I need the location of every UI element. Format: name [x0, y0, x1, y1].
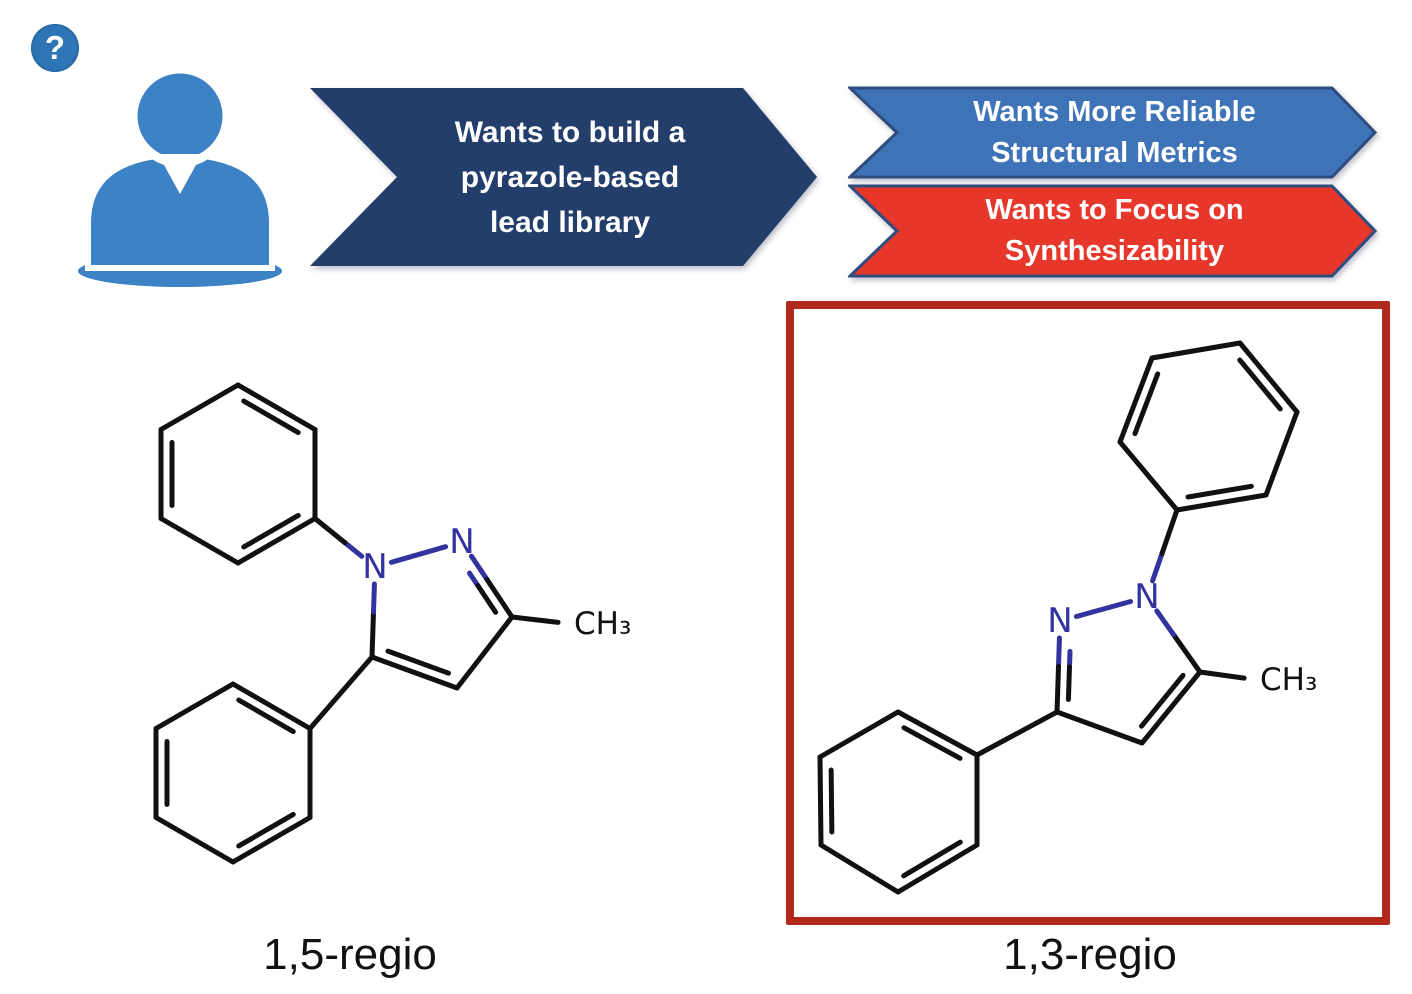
- arrow-banner-synthesizability-shape: [846, 184, 1378, 278]
- svg-text:N: N: [1134, 577, 1159, 617]
- question-mark-badge: ?: [31, 24, 79, 72]
- arrow-banner-reliable-metrics-text: Wants More Reliable Structural Metrics: [897, 86, 1332, 179]
- banner-line: Structural Metrics: [991, 136, 1238, 169]
- caption-1-5-regio: 1,5-regio: [263, 930, 437, 979]
- banner-line: Synthesizability: [1004, 235, 1225, 267]
- arrow-banner-synthesizability: Wants to Focus on Synthesizability: [846, 184, 1378, 278]
- arrow-banner-build-library-shape: [310, 88, 817, 266]
- svg-text:CH₃: CH₃: [574, 606, 631, 642]
- banner-line: lead library: [489, 205, 651, 239]
- arrow-banner-reliable-metrics-shape: [846, 86, 1378, 179]
- svg-text:CH₃: CH₃: [1260, 662, 1317, 698]
- banner-line: pyrazole-based: [460, 160, 680, 194]
- molecule-1-3-regio: N N CH₃: [817, 340, 1317, 895]
- arrow-banner-synthesizability-text: Wants to Focus on Synthesizability: [897, 184, 1332, 278]
- molecule-1-5-regio: N N CH₃: [153, 382, 631, 865]
- caption-1-3-regio: 1,3-regio: [1003, 930, 1177, 979]
- banner-line: Wants to build a: [454, 115, 686, 149]
- red-highlight-box: [786, 301, 1390, 925]
- svg-text:N: N: [1047, 601, 1072, 641]
- arrow-banner-reliable-metrics: Wants More Reliable Structural Metrics: [846, 86, 1378, 179]
- banner-line: Wants More Reliable: [973, 95, 1256, 128]
- person-collar: [158, 154, 202, 194]
- person-icon: [78, 64, 282, 287]
- svg-text:N: N: [362, 547, 387, 587]
- person-head: [128, 64, 232, 168]
- arrow-banner-build-library-text: Wants to build a pyrazole-based lead lib…: [397, 88, 743, 266]
- arrow-banner-build-library: Wants to build a pyrazole-based lead lib…: [310, 88, 817, 266]
- banner-line: Wants to Focus on: [985, 194, 1244, 226]
- svg-text:N: N: [449, 522, 474, 562]
